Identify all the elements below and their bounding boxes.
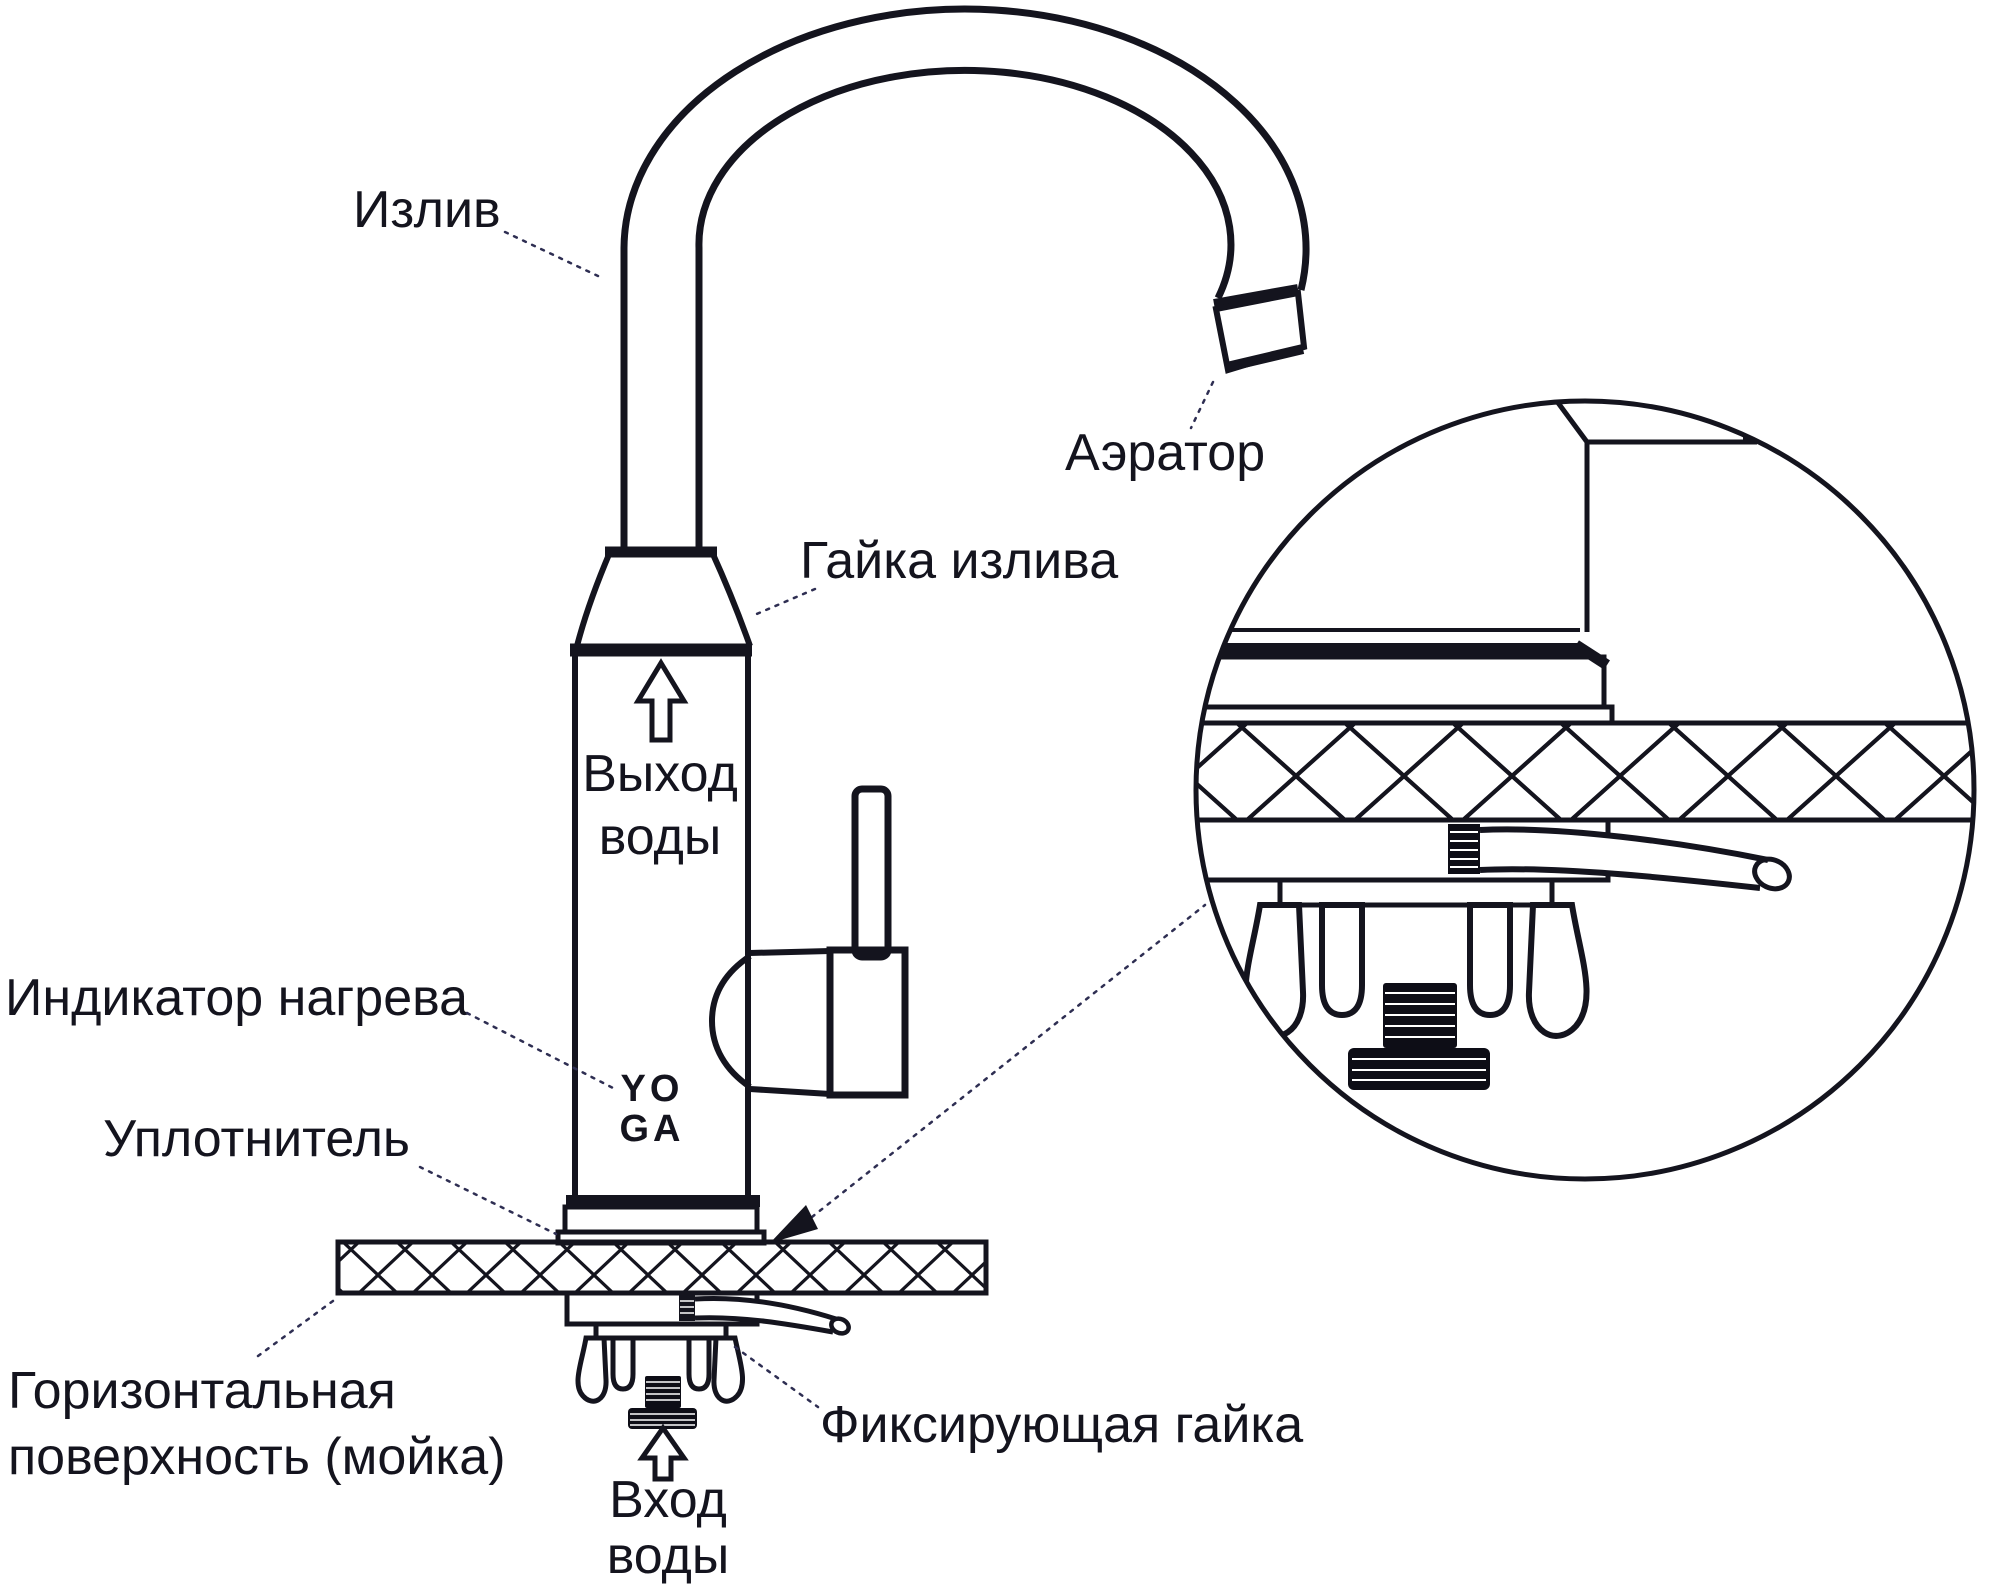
detail-inlet-thread (1348, 983, 1490, 1090)
yoga-logo-line1: YO (621, 1068, 684, 1110)
seal-label: Уплотнитель (103, 1110, 410, 1168)
spout-nut-shape (570, 546, 753, 657)
detail-hose (1479, 826, 1792, 892)
yoga-logo-line2: GA (620, 1108, 685, 1150)
spout-nut-leader-line (750, 587, 817, 618)
fixing-nut-leader-line (733, 1345, 820, 1409)
detail-callout-arrow (770, 903, 1207, 1243)
detail-circle (1193, 398, 1977, 1182)
spout-nut-label: Гайка излива (800, 532, 1118, 590)
yoga-logo: YO GA (620, 1068, 685, 1150)
handle-housing (708, 948, 831, 1097)
countertop-shape (335, 1239, 989, 1296)
detail-view (1196, 401, 1974, 1090)
outlet-label-line1: Выход (582, 745, 738, 803)
surface-label-line1: Горизонтальная (8, 1362, 396, 1420)
inlet-arrow-icon (637, 1423, 689, 1482)
handle-lever (851, 785, 892, 961)
outlet-arrow-icon (633, 658, 689, 743)
spout-leader-line (503, 230, 600, 278)
supply-hose (694, 1296, 851, 1336)
detail-seal (1196, 628, 1615, 726)
seal-leader-line (418, 1165, 558, 1236)
fixing-nut-shape (575, 1321, 745, 1404)
handle-base (826, 946, 909, 1099)
inlet-label-line2: воды (607, 1527, 730, 1585)
fixing-nut-label: Фиксирующая гайка (820, 1396, 1303, 1454)
seal-shape (555, 1195, 767, 1246)
aerator-cut-line (1213, 284, 1299, 309)
surface-label-line2: поверхность (мойка) (8, 1428, 506, 1486)
aerator-leader-line (1189, 380, 1215, 430)
heating-indicator-leader-line (465, 1011, 615, 1090)
aerator-label: Аэратор (1065, 424, 1265, 482)
aerator-shape (1212, 284, 1308, 374)
faucet-body (572, 653, 751, 1198)
detail-body-edge (1553, 401, 1767, 632)
hose-thread-stub (679, 1295, 695, 1321)
heating-indicator-label: Индикатор нагрева (5, 969, 468, 1027)
spout-outline (620, 5, 1310, 552)
surface-leader-line (256, 1296, 339, 1358)
inlet-thread (628, 1376, 697, 1429)
inlet-label-line1: Вход (609, 1471, 727, 1529)
spout-label: Излив (353, 181, 501, 239)
outlet-label-line2: воды (599, 808, 722, 866)
